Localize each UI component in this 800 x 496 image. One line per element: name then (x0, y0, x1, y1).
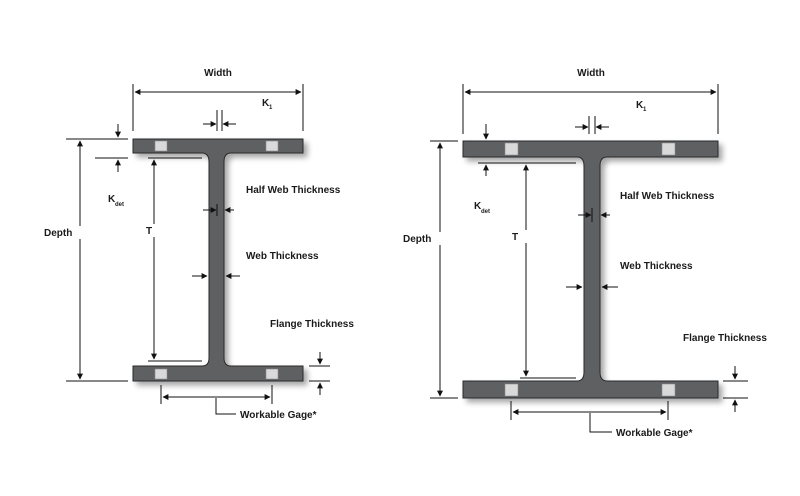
right-k1-subscript: 1 (643, 107, 647, 113)
left-bottom-bolt-hole-right (265, 368, 279, 380)
left-k1-subscript: 1 (269, 105, 273, 111)
right-beam-diagram: Width K 1 Depth K det T Half Web Thickne… (403, 66, 767, 439)
right-flange-thickness-label: Flange Thickness (683, 333, 767, 344)
right-width-label: Width (577, 68, 605, 79)
left-half-web-thickness-label: Half Web Thickness (246, 185, 341, 196)
right-workable-gage-label: Workable Gage* (616, 428, 693, 439)
right-web-thickness-label: Web Thickness (620, 261, 693, 272)
right-i-beam-shape (462, 140, 719, 399)
right-half-web-thickness-label: Half Web Thickness (620, 191, 715, 202)
right-kdet-subscript: det (481, 209, 490, 215)
left-k1-label: K (262, 98, 270, 109)
right-kdet-label: K (474, 201, 482, 212)
left-top-bolt-hole-right (265, 140, 279, 152)
left-flange-thickness-label: Flange Thickness (270, 319, 354, 330)
left-t-label: T (146, 226, 152, 237)
right-k1-label: K (636, 100, 644, 111)
left-workable-gage-label: Workable Gage* (240, 410, 317, 421)
right-top-bolt-hole-right (661, 142, 676, 156)
right-bottom-bolt-hole-left (504, 383, 519, 397)
left-bottom-bolt-hole-left (154, 368, 168, 380)
left-width-label: Width (204, 68, 232, 79)
left-web-thickness-label: Web Thickness (246, 251, 319, 262)
left-i-beam-shape (132, 138, 304, 382)
left-beam-diagram: Width K 1 Depth K det T Half Web Thickne… (44, 66, 354, 421)
left-depth-label: Depth (44, 228, 72, 239)
right-t-label: T (512, 232, 518, 243)
right-top-bolt-hole-left (504, 142, 519, 156)
right-bottom-bolt-hole-right (661, 383, 676, 397)
left-top-bolt-hole-left (154, 140, 168, 152)
left-kdet-label: K (108, 194, 116, 205)
left-kdet-subscript: det (115, 202, 124, 208)
right-depth-label: Depth (403, 234, 431, 245)
